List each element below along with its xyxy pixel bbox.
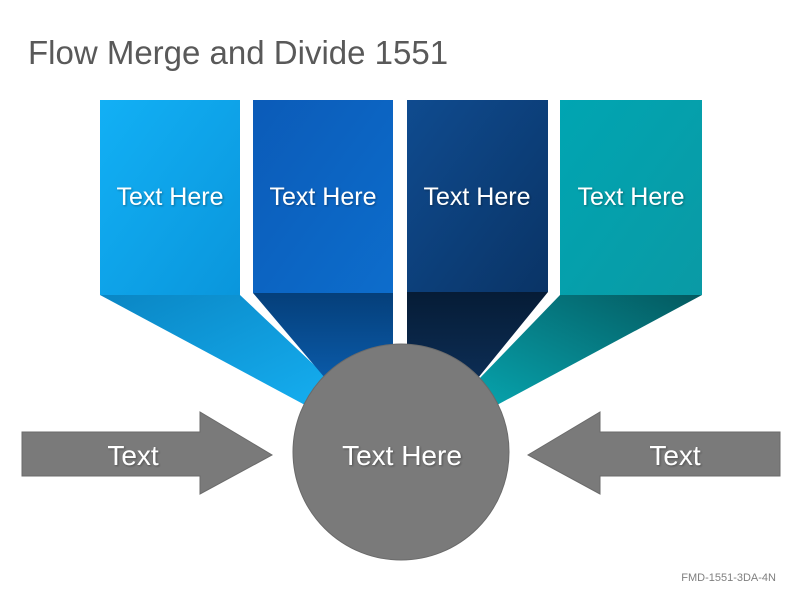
box-4-label: Text Here (578, 183, 685, 211)
box-1-label: Text Here (117, 183, 224, 211)
box-2: Text Here (253, 100, 393, 293)
right-arrow-label: Text (649, 440, 701, 471)
center-circle: Text Here (292, 343, 510, 561)
box-2-label: Text Here (270, 183, 377, 211)
box-3-label: Text Here (424, 183, 531, 211)
footer-code: FMD-1551-3DA-4N (681, 572, 776, 584)
box-1: Text Here (100, 100, 240, 295)
box-4: Text Here (560, 100, 702, 295)
funnel-4 (478, 295, 702, 405)
funnel-1 (100, 295, 330, 405)
page-title: Flow Merge and Divide 1551 (28, 34, 449, 71)
left-arrow: Text (21, 411, 274, 495)
box-3: Text Here (407, 100, 548, 292)
center-circle-label: Text Here (342, 440, 462, 471)
left-arrow-label: Text (107, 440, 159, 471)
right-arrow: Text (526, 411, 781, 495)
